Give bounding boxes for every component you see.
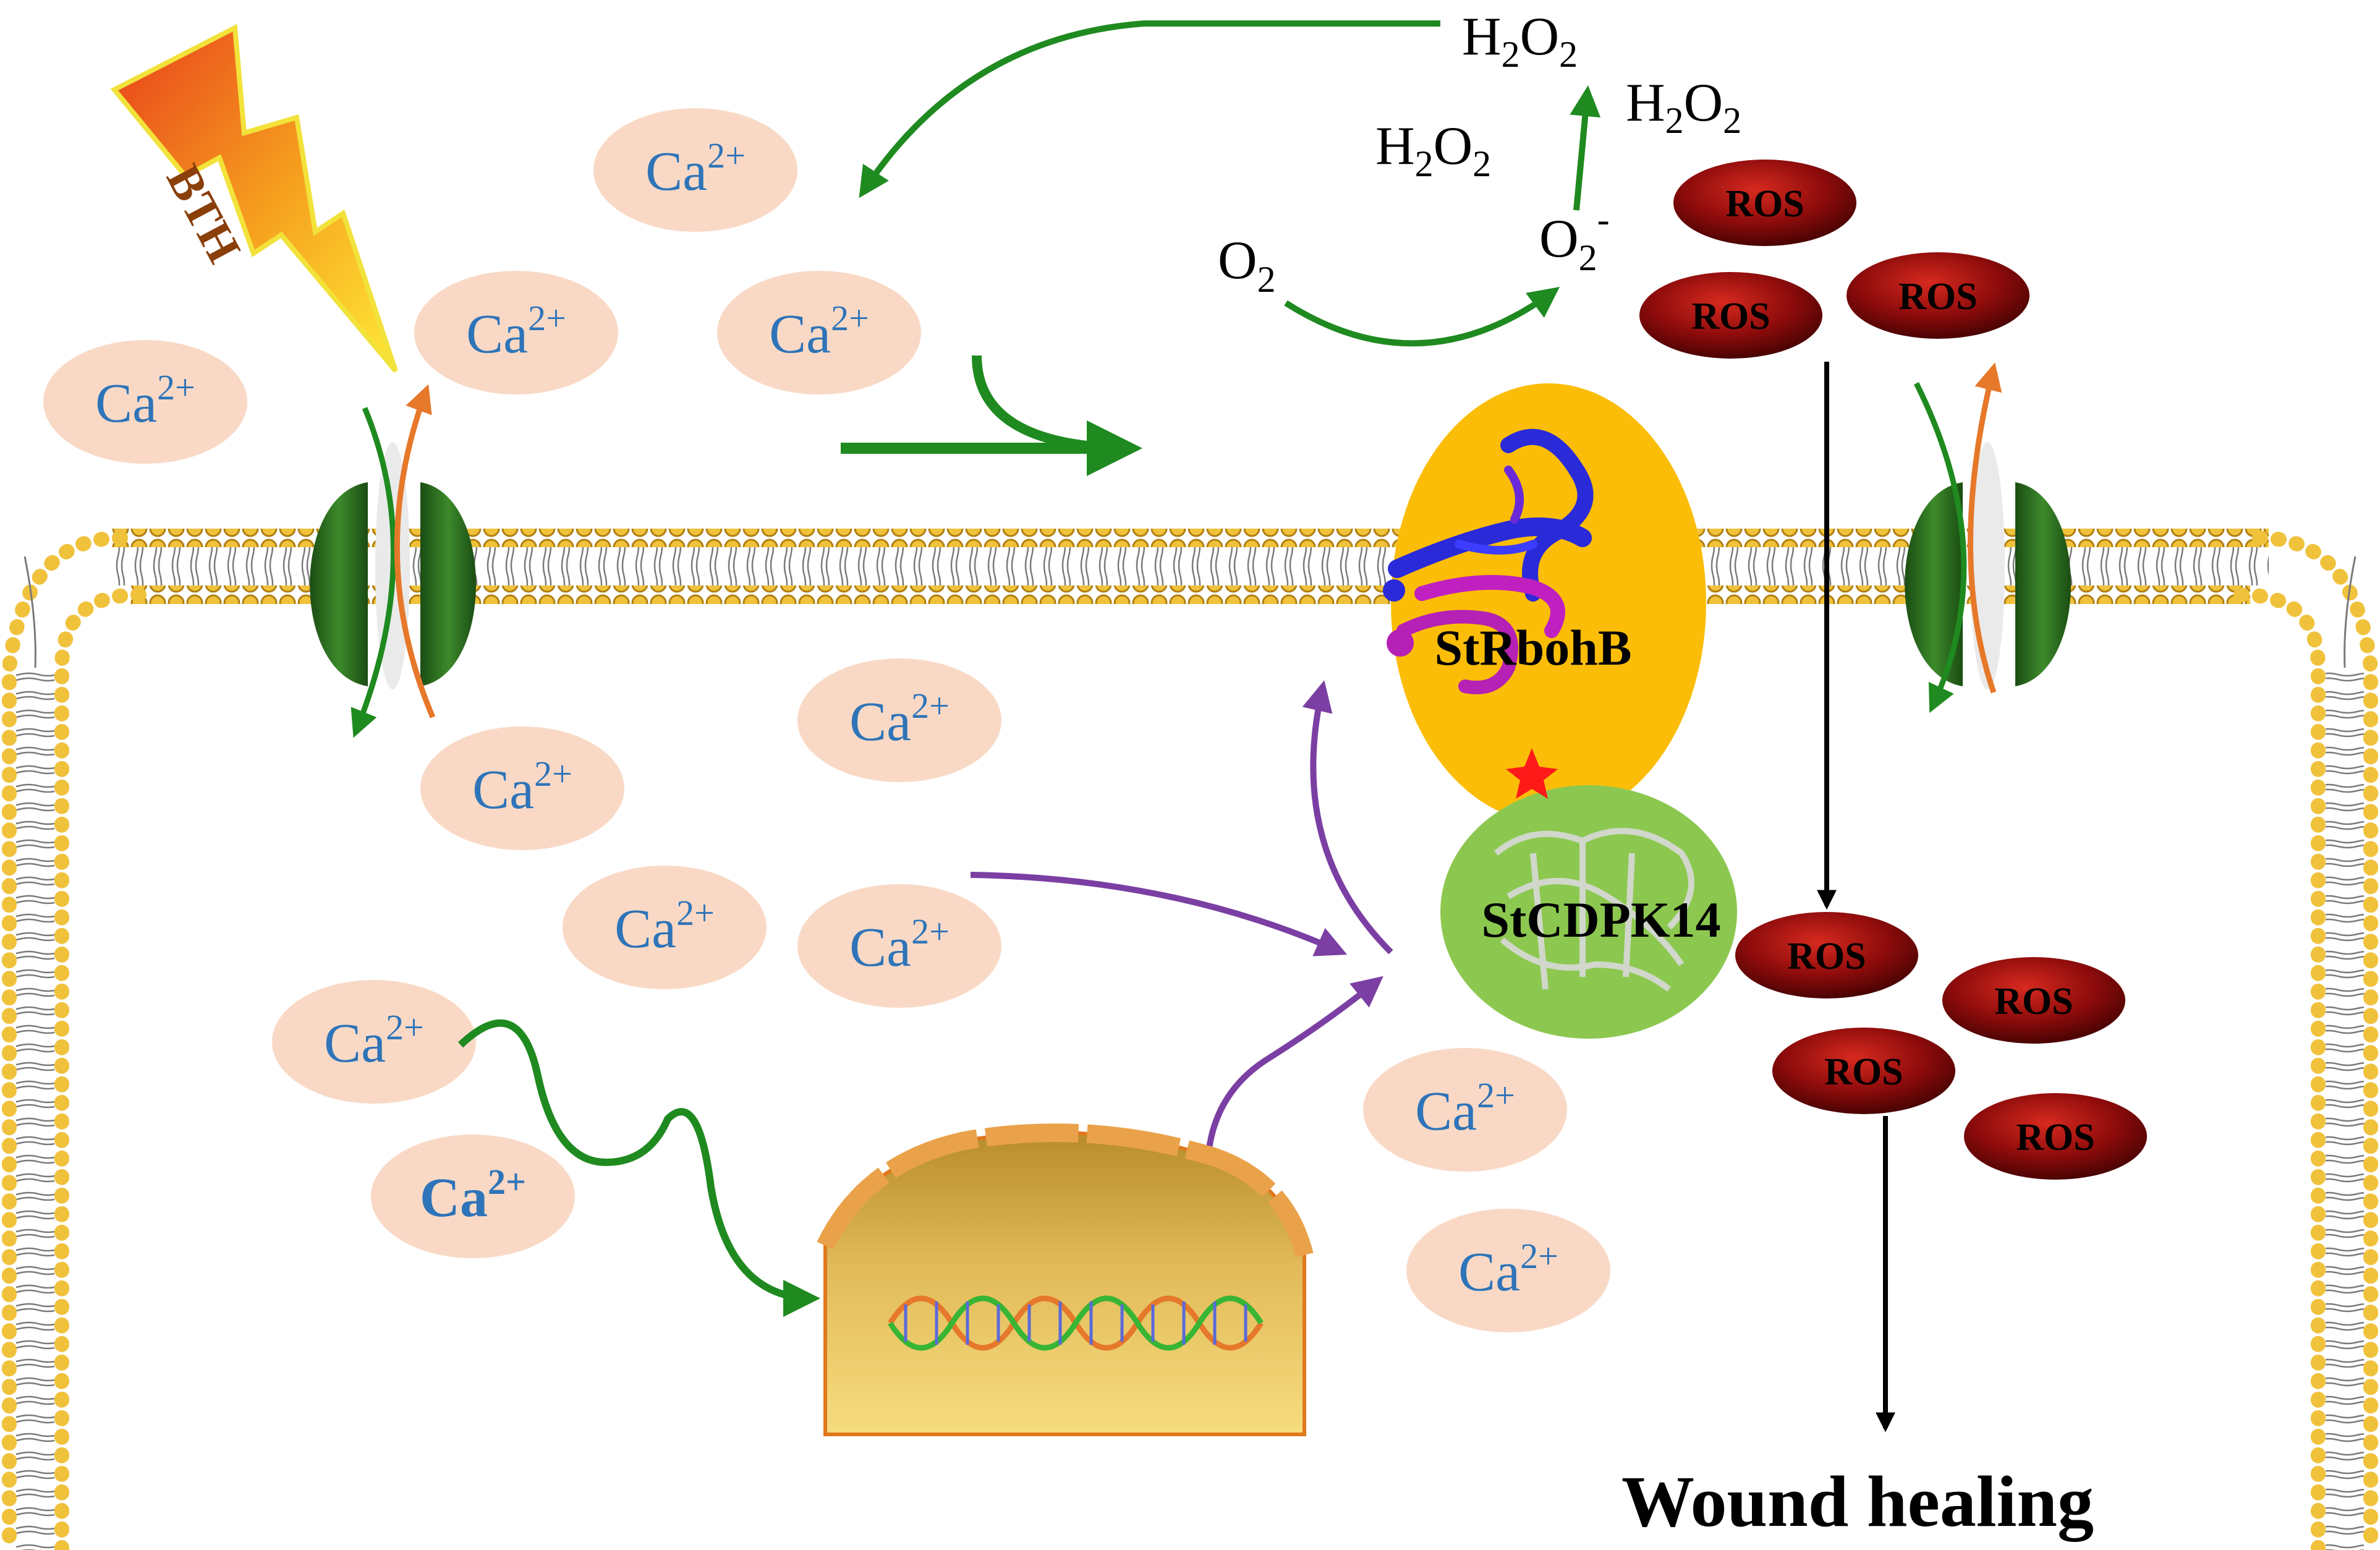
efflux-arrow-orange xyxy=(394,384,436,718)
calcium-ion: Ca2+ xyxy=(593,108,797,232)
svg-text:Ca2+: Ca2+ xyxy=(472,754,572,820)
arrow-nucleus-to-cdpk xyxy=(1204,976,1383,1194)
hydrogen-peroxide-right: H2O2 xyxy=(1626,73,1741,141)
svg-text:H2O2: H2O2 xyxy=(1626,73,1741,141)
svg-text:ROS: ROS xyxy=(1898,276,1977,318)
svg-text:Ca2+: Ca2+ xyxy=(1415,1075,1515,1142)
ros-molecules: ROS ROS ROS ROS ROS ROS ROS xyxy=(1639,160,2147,1180)
svg-text:H2O2: H2O2 xyxy=(1462,7,1578,75)
calcium-ion: Ca2+ xyxy=(420,726,624,850)
ros-molecule: ROS xyxy=(1942,957,2125,1044)
calcium-ion: Ca2+ xyxy=(797,884,1001,1008)
influx-arrow-green xyxy=(351,407,397,738)
ros-molecule: ROS xyxy=(1964,1093,2147,1180)
svg-text:Ca2+: Ca2+ xyxy=(420,1162,526,1229)
calcium-ion: Ca2+ xyxy=(414,271,618,394)
svg-text:O2: O2 xyxy=(1218,231,1276,300)
svg-text:ROS: ROS xyxy=(1725,183,1804,225)
lightning-bolt-icon xyxy=(110,23,398,373)
arrow-calcium-to-nucleus xyxy=(457,1019,820,1317)
calcium-ion: Ca2+ xyxy=(717,271,921,394)
calcium-ion: Ca2+ xyxy=(272,980,476,1104)
svg-text:ROS: ROS xyxy=(1787,935,1866,977)
svg-text:Ca2+: Ca2+ xyxy=(769,298,869,365)
hydrogen-peroxide-left: H2O2 xyxy=(1375,116,1491,184)
svg-text:O2-: O2- xyxy=(1539,199,1610,278)
nuclear-envelope xyxy=(817,1123,1314,1258)
membrane-corner-right xyxy=(2252,530,2378,1550)
hydrogen-peroxide-top: H2O2 xyxy=(1462,7,1578,75)
svg-text:Ca2+: Ca2+ xyxy=(324,1007,424,1074)
svg-text:ROS: ROS xyxy=(1691,296,1770,338)
calcium-ions: Ca2+ Ca2+ Ca2+ Ca2+ Ca2+ Ca2+ Ca2+ Ca2+ Ca2+ Ca2+… xyxy=(43,108,1610,1332)
arrow-h2o2-to-calcium xyxy=(859,20,1440,198)
ros-molecule: ROS xyxy=(1772,1028,1955,1114)
membrane-corner-left xyxy=(2,530,128,1550)
stcdpk14-protein: StCDPK14 xyxy=(1440,748,1737,1039)
svg-text:Ca2+: Ca2+ xyxy=(849,911,950,978)
stcdpk14-label: StCDPK14 xyxy=(1481,892,1720,948)
arrow-o2-to-superoxide xyxy=(1284,287,1560,347)
protein-mesh-icon xyxy=(1494,828,1694,992)
oxygen-label: O2 xyxy=(1218,231,1276,300)
svg-text:Ca2+: Ca2+ xyxy=(849,686,950,752)
dna-helix-icon xyxy=(888,1295,1264,1351)
calcium-ion: Ca2+ xyxy=(797,658,1001,782)
arrow-superoxide-to-h2o2 xyxy=(1570,85,1601,211)
calcium-ion: Ca2+ xyxy=(1363,1048,1567,1172)
calcium-channel-left xyxy=(310,384,476,738)
ros-molecule: ROS xyxy=(1735,912,1918,999)
calcium-ion: Ca2+ xyxy=(1406,1209,1610,1332)
membrane-left-tails xyxy=(16,668,54,1550)
calcium-ion: Ca2+ xyxy=(563,866,767,989)
strbohb-label: StRbohB xyxy=(1434,620,1631,676)
calcium-channel-right xyxy=(1905,362,2071,713)
pathway-arrows xyxy=(457,20,1895,1433)
svg-text:Ca2+: Ca2+ xyxy=(645,135,746,202)
arrow-calcium-activation xyxy=(972,355,1126,453)
ros-molecule: ROS xyxy=(1639,272,1822,359)
svg-text:Ca2+: Ca2+ xyxy=(1458,1236,1558,1303)
wound-healing-label: Wound healing xyxy=(1621,1461,2094,1542)
interaction-star-icon xyxy=(1506,748,1558,799)
svg-text:Ca2+: Ca2+ xyxy=(95,367,195,434)
membrane-inner-beads xyxy=(130,586,2250,604)
arrow-cdpk-to-rboh xyxy=(1302,680,1393,955)
svg-text:Ca2+: Ca2+ xyxy=(614,893,715,960)
calcium-ion: Ca2+ xyxy=(371,1135,575,1258)
membrane-right-tails xyxy=(2326,668,2364,1550)
protein-structure-icon xyxy=(1383,428,1594,694)
superoxide-label: O2- xyxy=(1539,199,1610,278)
ros-molecule: ROS xyxy=(1673,160,1856,246)
nucleus xyxy=(817,1123,1314,1436)
bth-stimulus: BTH xyxy=(110,23,398,373)
svg-text:ROS: ROS xyxy=(2016,1117,2094,1159)
svg-text:Ca2+: Ca2+ xyxy=(466,298,566,365)
ros-molecule: ROS xyxy=(1847,252,2029,339)
arrow-calcium-to-cdpk xyxy=(970,872,1348,956)
svg-text:ROS: ROS xyxy=(1994,981,2073,1023)
svg-text:H2O2: H2O2 xyxy=(1375,116,1491,184)
calcium-ion: Ca2+ xyxy=(43,340,247,464)
svg-text:ROS: ROS xyxy=(1824,1051,1903,1093)
strbohb-protein: StRbohB xyxy=(1383,383,1706,822)
